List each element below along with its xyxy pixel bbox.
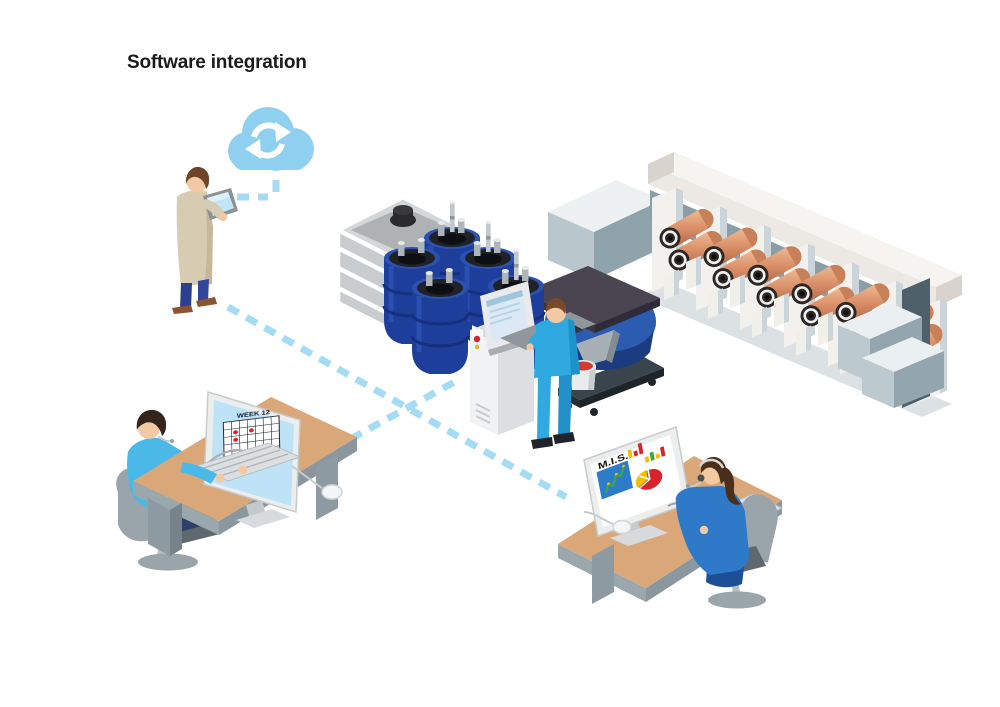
mis-workstation: M.I.S. bbox=[558, 425, 784, 609]
manager-leg bbox=[180, 283, 192, 309]
manager-shoe bbox=[172, 305, 193, 314]
manager-hand bbox=[218, 212, 228, 222]
emergency-button bbox=[472, 325, 483, 349]
page-title: Software integration bbox=[127, 52, 307, 73]
manager-hair bbox=[185, 166, 210, 189]
printing-press bbox=[548, 152, 962, 417]
press-operator bbox=[526, 298, 580, 449]
mis-line-chart bbox=[596, 460, 633, 500]
operator-hand bbox=[526, 343, 534, 351]
calendar-title: WEEK 12 bbox=[237, 409, 270, 419]
connector-manager-mis bbox=[226, 303, 568, 501]
operator-hair bbox=[545, 298, 567, 314]
headset-icon bbox=[685, 458, 725, 489]
tote-cap bbox=[390, 205, 416, 227]
mis-person-hand bbox=[699, 525, 709, 535]
press-beam bbox=[648, 152, 962, 307]
mis-mouse bbox=[583, 511, 632, 535]
sync-arrows-icon bbox=[245, 122, 291, 159]
operator-body bbox=[534, 318, 580, 378]
planner-forearms bbox=[180, 462, 248, 484]
manager-coat bbox=[176, 190, 213, 286]
cloud-sync-icon bbox=[228, 107, 314, 170]
connector-tablet-cloud bbox=[237, 166, 280, 201]
planner-hair bbox=[136, 409, 167, 436]
mis-bar-chart bbox=[627, 442, 666, 463]
press-feeder-unit bbox=[548, 180, 662, 280]
mis-pie-chart bbox=[635, 468, 663, 490]
planner-mouse bbox=[291, 465, 343, 500]
ink-funnel bbox=[576, 330, 614, 366]
press-delivery-unit bbox=[838, 303, 944, 408]
mis-person bbox=[675, 456, 766, 588]
ink-drum bbox=[410, 268, 470, 374]
manager-with-tablet bbox=[172, 166, 238, 314]
mis-monitor: M.I.S. bbox=[583, 425, 691, 546]
planner-headset-icon bbox=[157, 435, 172, 443]
mis-person-ponytail bbox=[719, 466, 741, 505]
planner-workstation: WEEK 12 bbox=[116, 391, 357, 571]
